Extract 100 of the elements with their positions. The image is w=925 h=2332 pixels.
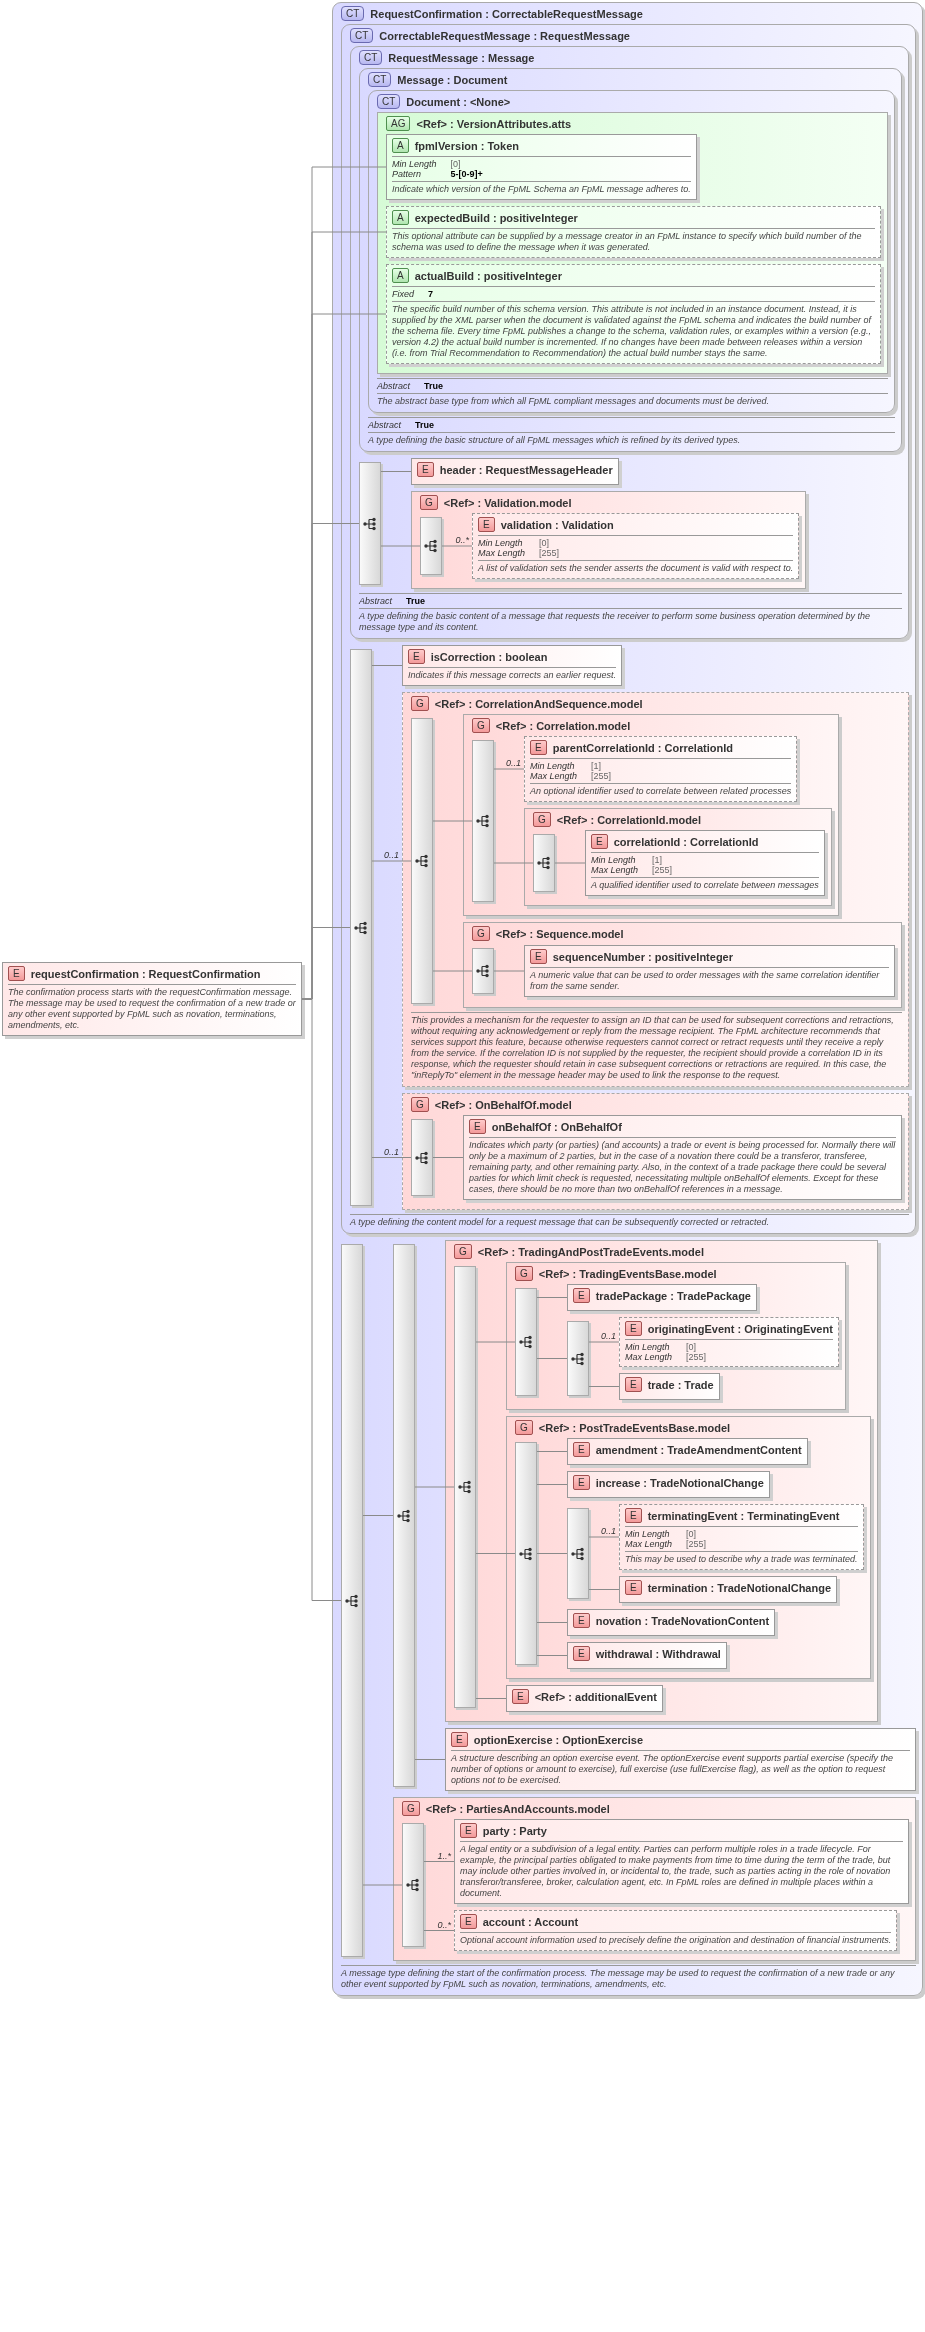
kind-tag: E — [625, 1377, 642, 1392]
kind-tag: E — [573, 1442, 590, 1457]
property-name: Max Length — [530, 771, 578, 781]
element-title: amendment : TradeAmendmentContent — [595, 1443, 802, 1456]
element-title: validation : Validation — [500, 518, 614, 531]
property-value: [1] — [591, 761, 603, 771]
description-text: A numeric value that can be used to order messages with the same correlation identifier from the same sender. — [530, 970, 881, 992]
sequence-bar — [454, 1266, 476, 1708]
attribute-box — [386, 134, 697, 200]
sequence-bar — [472, 948, 494, 994]
connector-line — [536, 1553, 568, 1554]
type-title: <Ref> : TradingAndPostTradeEvents.model — [477, 1245, 704, 1258]
cardinality-label: 0..* — [437, 1919, 451, 1930]
sequence-bar — [515, 1442, 537, 1665]
property-value: 7 — [428, 289, 434, 299]
sequence-bar — [533, 834, 555, 892]
property-name: Fixed — [392, 289, 414, 299]
element-box — [445, 1728, 916, 1791]
element-title: <Ref> : additionalEvent — [534, 1690, 657, 1703]
type-title: <Ref> : Sequence.model — [495, 927, 624, 940]
element-box — [411, 458, 619, 485]
complex-type-panel — [368, 90, 895, 413]
cardinality-label: 0..1 — [601, 1526, 616, 1536]
type-title: Message : Document — [397, 73, 508, 86]
kind-tag: G — [420, 495, 438, 510]
element-box — [463, 1115, 902, 1200]
kind-tag: E — [573, 1646, 590, 1661]
connector-line — [371, 665, 403, 666]
property-value: [1] — [652, 855, 664, 865]
property-value: 5-[0-9]+ — [450, 169, 483, 179]
connector-line — [414, 1759, 446, 1760]
type-title: CorrectableRequestMessage : RequestMessage — [379, 29, 630, 42]
description-text: The specific build number of this schema version. This attribute is not included in an instance document. Instead, it is supplied by the XML parser when the document is validated against the FpML schema and indicates the build number of the schema file. Every time FpML publishes a change to the schema, validation rules, or examples within a version (e.g., version 4.2) the actual build number is incremented. If no changes have been made between releases within a version (i.e. from Trial Recommendation to Recommendation) the actual build number stays the same. — [392, 304, 873, 359]
connector-line — [362, 1884, 403, 1886]
kind-tag: CT — [341, 6, 365, 21]
connector-line — [423, 1930, 455, 1931]
element-box — [402, 645, 623, 686]
group-panel — [402, 692, 909, 1087]
connector-line — [536, 1297, 568, 1298]
element-box — [567, 1284, 757, 1311]
element-title: requestConfirmation : RequestConfirmation — [30, 967, 261, 980]
kind-tag: E — [591, 834, 608, 849]
sequence-bar — [350, 649, 372, 1206]
property-name: Max Length — [478, 548, 526, 558]
description-text: The confirmation process starts with the requestConfirmation message. The message may be used to request the confirmation of a new trade or any other event supported by FpML such as novation, terminations, amendments, etc. — [8, 987, 296, 1031]
description-text: Indicates which party (or parties) (and accounts) a trade or event is being processed for. Normally there will only be a maximum of 2 parties, but in the case of a novation there could be a transferor, transferee, remaining party, and other remaining party. Also, in the context of a trade package there could be several parties for which limit check is requested, necessitating multiple onBehalfOf elements. Except for these cases, there should be no more than two onBehalfOf references in a message. — [469, 1140, 896, 1195]
connector-line — [371, 860, 412, 862]
kind-tag: A — [392, 210, 409, 225]
group-panel — [506, 1416, 871, 1679]
kind-tag: E — [451, 1732, 468, 1747]
kind-tag: G — [515, 1266, 533, 1281]
group-panel — [402, 1093, 909, 1210]
connector-line — [588, 1341, 620, 1343]
group-panel — [411, 491, 807, 589]
kind-tag: E — [625, 1580, 642, 1595]
kind-tag: E — [460, 1823, 477, 1838]
property-name: Abstract — [368, 420, 401, 430]
element-title: tradePackage : TradePackage — [595, 1289, 751, 1302]
property-value: True — [406, 596, 426, 606]
property-value: [255] — [539, 548, 560, 558]
description-text: A list of validation sets the sender asserts the document is valid with respect to. — [478, 563, 794, 574]
description-text: Indicate which version of the FpML Schema an FpML message adheres to. — [392, 184, 691, 195]
connector-line — [536, 1358, 568, 1359]
element-box — [524, 736, 798, 802]
connector-line — [475, 1341, 516, 1343]
kind-tag: E — [512, 1689, 529, 1704]
description-text: This optional attribute can be supplied by a message creator in an FpML instance to specify which build number of the schema was used to define the message when it was generated. — [392, 231, 863, 253]
element-box — [619, 1504, 864, 1570]
connector-line — [493, 970, 525, 972]
kind-tag: CT — [350, 28, 374, 43]
cardinality-label: 0..1 — [384, 1146, 399, 1157]
kind-tag: E — [478, 517, 495, 532]
description-text: A type defining the content model for a request message that can be subsequently corrected or retracted. — [350, 1217, 770, 1228]
description-text: A type defining the basic structure of all FpML messages which is refined by its derived types. — [368, 435, 742, 446]
sequence-bar — [515, 1288, 537, 1396]
attribute-box — [386, 206, 881, 258]
description-text: This may be used to describe why a trade was terminated. — [625, 1554, 858, 1565]
kind-tag: E — [530, 949, 547, 964]
kind-tag: E — [573, 1613, 590, 1628]
sequence-bar — [472, 740, 494, 902]
complex-type-panel — [350, 46, 909, 639]
element-box — [567, 1642, 727, 1669]
connector-line — [362, 1515, 394, 1516]
connector-line — [588, 1536, 620, 1538]
type-title: <Ref> : OnBehalfOf.model — [434, 1098, 572, 1111]
property-name: Min Length — [625, 1342, 671, 1352]
element-title: parentCorrelationId : CorrelationId — [552, 741, 733, 754]
kind-tag: E — [530, 740, 547, 755]
element-title: terminatingEvent : TerminatingEvent — [647, 1509, 840, 1522]
type-title: <Ref> : VersionAttributes.atts — [416, 117, 572, 130]
kind-tag: G — [411, 696, 429, 711]
element-title: optionExercise : OptionExercise — [473, 1733, 643, 1746]
group-panel — [463, 922, 902, 1008]
element-box — [506, 1685, 663, 1712]
property-name: Min Length — [530, 761, 576, 771]
property-name: Abstract — [377, 381, 410, 391]
element-title: onBehalfOf : OnBehalfOf — [491, 1120, 622, 1133]
connector-line — [554, 862, 586, 864]
type-title: <Ref> : Correlation.model — [495, 719, 631, 732]
sequence-bar — [567, 1508, 589, 1599]
